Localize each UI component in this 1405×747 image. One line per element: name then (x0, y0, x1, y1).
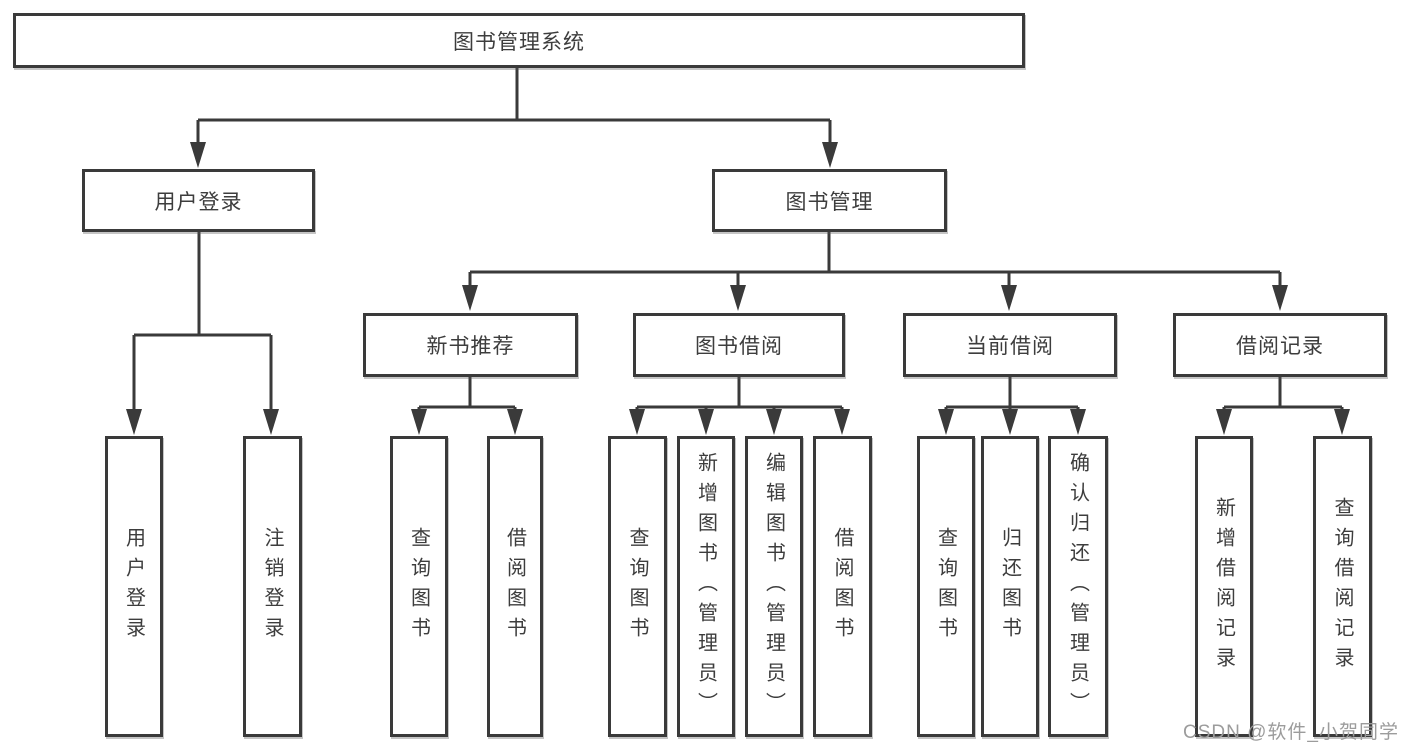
leaf-query-borrow-record: 查询借阅记录 (1313, 436, 1372, 737)
node-current-borrow: 当前借阅 (903, 313, 1117, 377)
arrow-icon (834, 409, 850, 435)
connector-borrowrecord-to-leaves (1222, 377, 1344, 412)
arrow-icon (507, 409, 523, 435)
arrow-icon (629, 409, 645, 435)
arrow-icon (822, 142, 838, 168)
leaf-user-login: 用户登录 (105, 436, 163, 737)
leaf-add-book-admin: 新增图书（管理员） (677, 436, 735, 737)
leaf-query-book-1: 查询图书 (390, 436, 448, 737)
leaf-edit-book-admin: 编辑图书（管理员） (745, 436, 803, 737)
leaf-return-book: 归还图书 (981, 436, 1039, 737)
node-system-root: 图书管理系统 (13, 13, 1025, 68)
leaf-borrow-book-1: 借阅图书 (487, 436, 543, 737)
leaf-add-borrow-record: 新增借阅记录 (1195, 436, 1253, 737)
arrow-icon (938, 409, 954, 435)
arrow-icon (462, 285, 478, 311)
connector-bookmgmt-to-level3 (468, 232, 1282, 288)
arrow-icon (1272, 285, 1288, 311)
arrow-icon (1001, 285, 1017, 311)
connector-userlogin-to-leaves (132, 232, 273, 412)
leaf-confirm-return-admin: 确认归还（管理员） (1048, 436, 1108, 737)
connector-root-to-level2 (196, 68, 832, 146)
arrow-icon (190, 142, 206, 168)
leaf-query-book-2: 查询图书 (608, 436, 667, 737)
arrow-icon (1334, 409, 1350, 435)
arrow-icon (698, 409, 714, 435)
arrow-icon (1002, 409, 1018, 435)
arrow-icon (411, 409, 427, 435)
connector-bookborrow-to-leaves (635, 377, 844, 412)
connector-newbook-to-leaves (417, 377, 517, 412)
leaf-logout: 注销登录 (243, 436, 302, 737)
arrow-icon (1216, 409, 1232, 435)
node-borrow-record: 借阅记录 (1173, 313, 1387, 377)
leaf-borrow-book-2: 借阅图书 (813, 436, 872, 737)
arrow-icon (1070, 409, 1086, 435)
node-book-management: 图书管理 (712, 169, 947, 232)
arrow-icon (730, 285, 746, 311)
leaf-query-book-3: 查询图书 (917, 436, 975, 737)
node-book-borrow: 图书借阅 (633, 313, 845, 377)
arrowheads (126, 142, 1350, 435)
arrow-icon (263, 409, 279, 435)
arrow-icon (126, 409, 142, 435)
node-user-login: 用户登录 (82, 169, 315, 232)
arrow-icon (766, 409, 782, 435)
connector-currentborrow-to-leaves (944, 377, 1080, 412)
watermark: CSDN @软件_小贺同学 (1183, 722, 1399, 743)
node-new-book-recommend: 新书推荐 (363, 313, 578, 377)
